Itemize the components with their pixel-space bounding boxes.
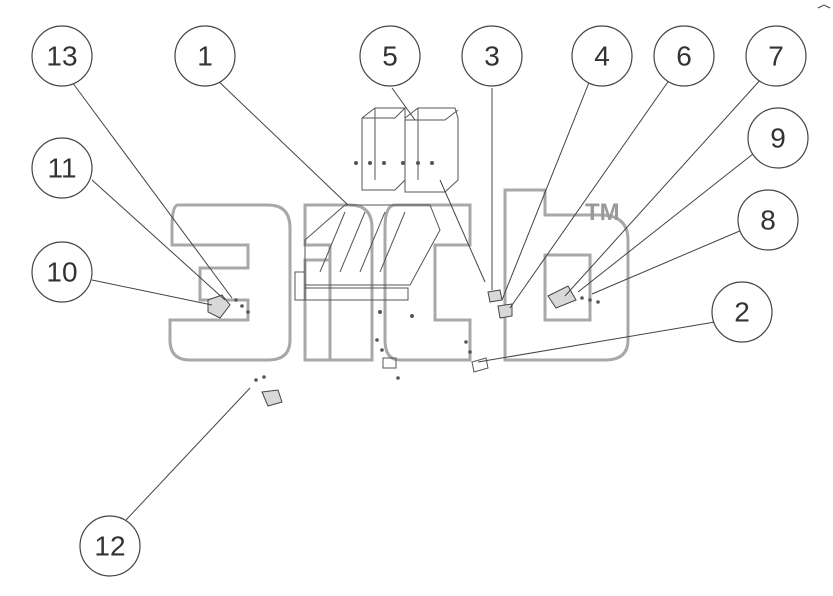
callout-5: 5	[359, 25, 421, 87]
leader-8	[591, 229, 743, 295]
callout-2-label: 2	[734, 297, 750, 328]
callout-4-label: 4	[594, 41, 610, 72]
watermark-logo: TM	[168, 188, 630, 362]
callout-6: 6	[653, 25, 715, 87]
callout-2: 2	[711, 281, 773, 343]
leader-5b	[439, 179, 486, 283]
leader-6	[509, 75, 673, 309]
leader-4	[501, 79, 591, 301]
corner-mark	[817, 4, 831, 9]
callout-1: 1	[174, 25, 236, 87]
callout-7: 7	[745, 25, 807, 87]
leader-lines	[71, 75, 763, 521]
callout-6-label: 6	[676, 41, 692, 72]
leader-12	[125, 387, 251, 521]
callout-11-label: 11	[47, 153, 76, 184]
leader-10	[91, 279, 213, 306]
callout-13-label: 13	[46, 41, 77, 72]
small-parts	[207, 285, 600, 407]
callout-9: 9	[747, 107, 809, 169]
callout-10: 10	[31, 241, 93, 303]
callout-11: 11	[31, 137, 93, 199]
leader-1	[213, 76, 349, 206]
callout-8: 8	[737, 189, 799, 251]
callout-4: 4	[571, 25, 633, 87]
callout-3-label: 3	[484, 41, 500, 72]
callout-3: 3	[461, 25, 523, 87]
callout-1-label: 1	[197, 41, 213, 72]
trademark-text: TM	[585, 199, 620, 226]
callout-9-label: 9	[770, 123, 786, 154]
callout-12-label: 12	[94, 531, 125, 562]
battery-pair	[354, 107, 459, 193]
leader-11	[91, 179, 226, 301]
leader-9	[577, 149, 759, 293]
callout-12: 12	[79, 515, 141, 577]
leader-2	[477, 321, 716, 363]
callout-10-label: 10	[46, 257, 77, 288]
leader-7	[564, 77, 763, 297]
leader-5	[391, 87, 416, 121]
callout-8-label: 8	[760, 205, 776, 236]
callout-5-label: 5	[382, 41, 398, 72]
callout-13: 13	[31, 25, 93, 87]
callout-7-label: 7	[768, 41, 784, 72]
leader-13	[71, 81, 233, 299]
battery-box	[294, 204, 441, 318]
